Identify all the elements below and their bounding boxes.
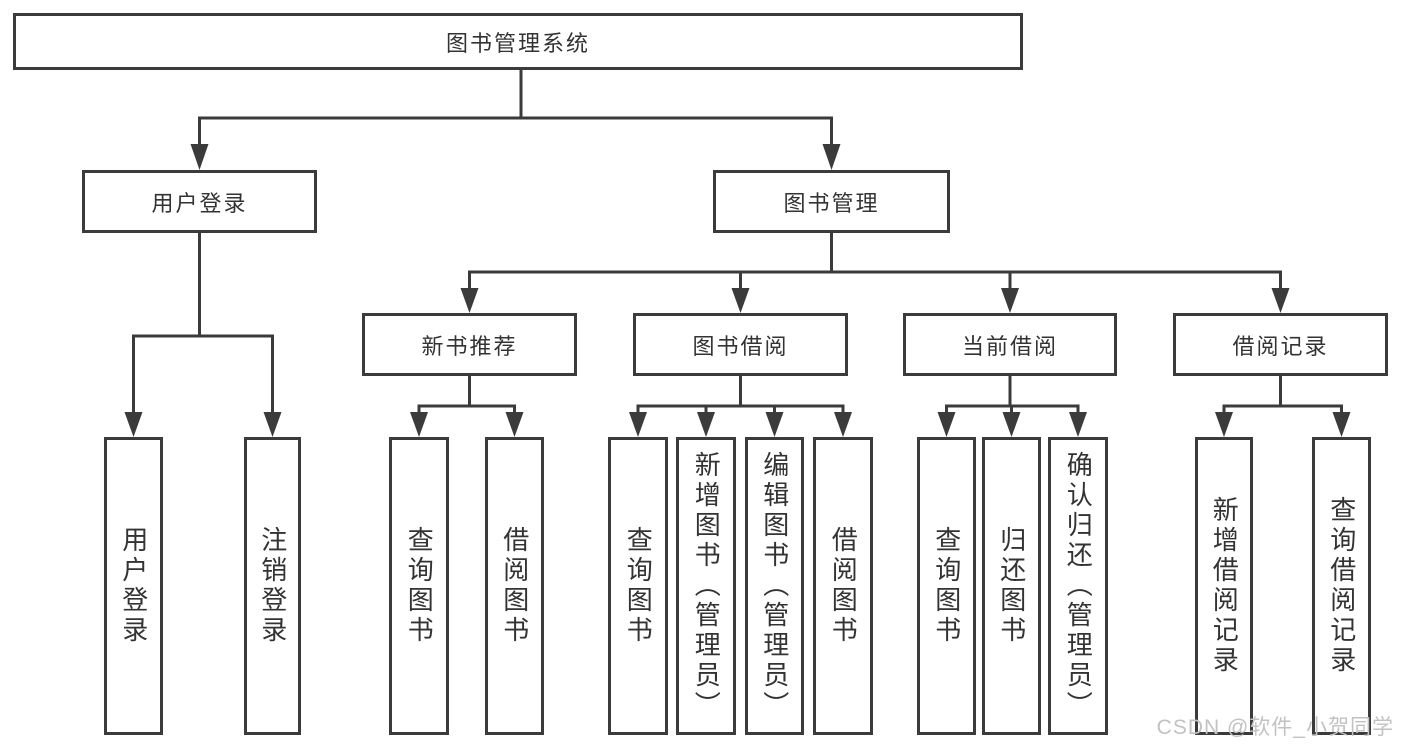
leaf-confirm-return-admin-label: 确认归还（管理员）: [1063, 451, 1094, 721]
leaf-borrow-books-recommend: 借阅图书: [485, 437, 544, 735]
node-current-borrowing: 当前借阅: [903, 313, 1117, 376]
leaf-add-books-admin-label: 新增图书（管理员）: [691, 451, 722, 721]
csdn-watermark: CSDN @软件_小贺同学: [1156, 716, 1394, 739]
leaf-add-borrow-record-label: 新增借阅记录: [1209, 496, 1240, 676]
leaf-logout-label: 注销登录: [257, 526, 288, 646]
node-current-borrowing-label: 当前借阅: [961, 333, 1058, 359]
leaf-query-books-borrowing: 查询图书: [608, 437, 668, 735]
node-book-management: 图书管理: [713, 170, 950, 233]
leaf-user-login-label: 用户登录: [118, 526, 149, 646]
leaf-borrow-books-recommend-label: 借阅图书: [499, 526, 530, 646]
leaf-query-books-current-label: 查询图书: [931, 526, 962, 646]
node-user-login: 用户登录: [82, 170, 317, 233]
leaf-edit-books-admin: 编辑图书（管理员）: [745, 437, 804, 735]
leaf-query-books-current: 查询图书: [917, 437, 976, 735]
node-new-book-recommend: 新书推荐: [362, 313, 577, 376]
leaf-add-books-admin: 新增图书（管理员）: [676, 437, 736, 735]
node-user-login-label: 用户登录: [151, 190, 248, 216]
leaf-confirm-return-admin: 确认归还（管理员）: [1048, 437, 1108, 735]
node-library-system: 图书管理系统: [13, 13, 1023, 70]
leaf-return-books: 归还图书: [982, 437, 1041, 735]
node-new-book-recommend-label: 新书推荐: [421, 333, 518, 359]
node-book-management-label: 图书管理: [783, 190, 880, 216]
node-book-borrowing: 图书借阅: [633, 313, 848, 376]
node-borrowing-records: 借阅记录: [1173, 313, 1388, 376]
leaf-query-borrow-record: 查询借阅记录: [1312, 437, 1371, 735]
leaf-borrow-books-borrowing-label: 借阅图书: [828, 526, 859, 646]
leaf-query-books-recommend-label: 查询图书: [404, 526, 435, 646]
leaf-logout: 注销登录: [244, 437, 301, 735]
node-borrowing-records-label: 借阅记录: [1232, 333, 1329, 359]
leaf-edit-books-admin-label: 编辑图书（管理员）: [759, 451, 790, 721]
node-book-borrowing-label: 图书借阅: [692, 333, 789, 359]
leaf-borrow-books-borrowing: 借阅图书: [813, 437, 873, 735]
leaf-query-borrow-record-label: 查询借阅记录: [1326, 496, 1357, 676]
leaf-query-books-recommend: 查询图书: [389, 437, 449, 735]
arrowheads: [124, 144, 1351, 437]
leaf-add-borrow-record: 新增借阅记录: [1195, 437, 1253, 735]
leaf-user-login: 用户登录: [104, 437, 163, 735]
leaf-return-books-label: 归还图书: [996, 526, 1027, 646]
node-library-system-label: 图书管理系统: [445, 30, 590, 56]
leaf-query-books-borrowing-label: 查询图书: [623, 526, 654, 646]
